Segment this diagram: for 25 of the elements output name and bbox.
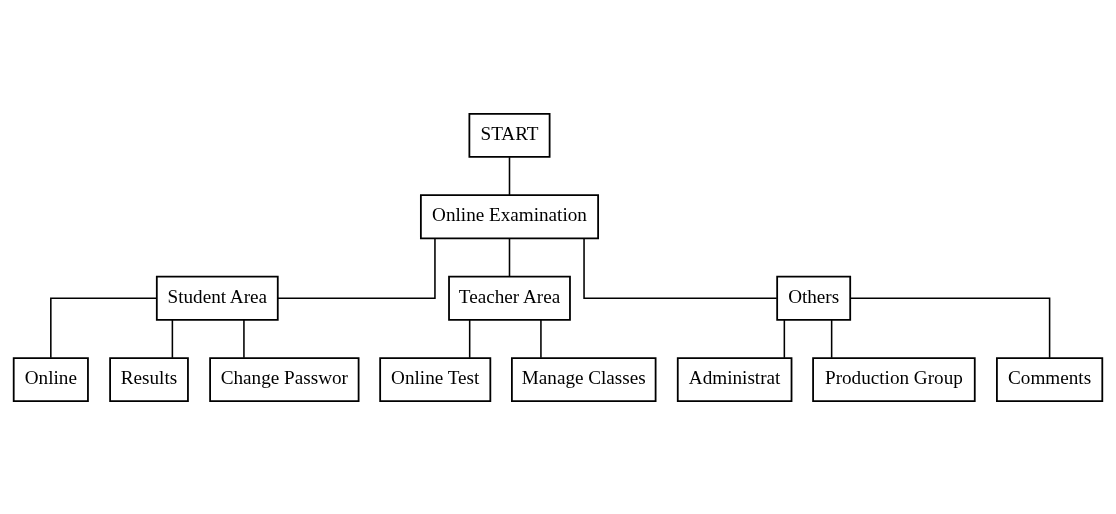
connector	[783, 318, 786, 359]
node-box: Change Passwor	[209, 356, 360, 402]
node-box: Teacher Area	[448, 275, 571, 321]
connector	[583, 237, 778, 299]
node-box: Online	[12, 356, 89, 402]
connector	[508, 155, 511, 196]
node-box: Comments	[996, 356, 1104, 402]
connector	[508, 237, 511, 277]
node-box: Manage Classes	[511, 356, 657, 402]
node-box: Production Group	[812, 356, 976, 402]
node-box: Student Area	[155, 275, 279, 321]
connector	[540, 318, 542, 359]
node-box: Online Test	[379, 356, 492, 402]
node-box: Administrat	[676, 356, 793, 402]
connector	[849, 296, 1051, 359]
connector	[243, 318, 245, 359]
node-box: START	[468, 112, 551, 158]
connector	[468, 318, 471, 359]
connector	[830, 318, 833, 359]
connector	[171, 318, 174, 359]
connector	[50, 296, 158, 359]
node-box: Others	[776, 275, 852, 321]
connector	[277, 237, 436, 299]
node-box: Online Examination	[420, 193, 599, 239]
node-box: Results	[109, 356, 189, 402]
